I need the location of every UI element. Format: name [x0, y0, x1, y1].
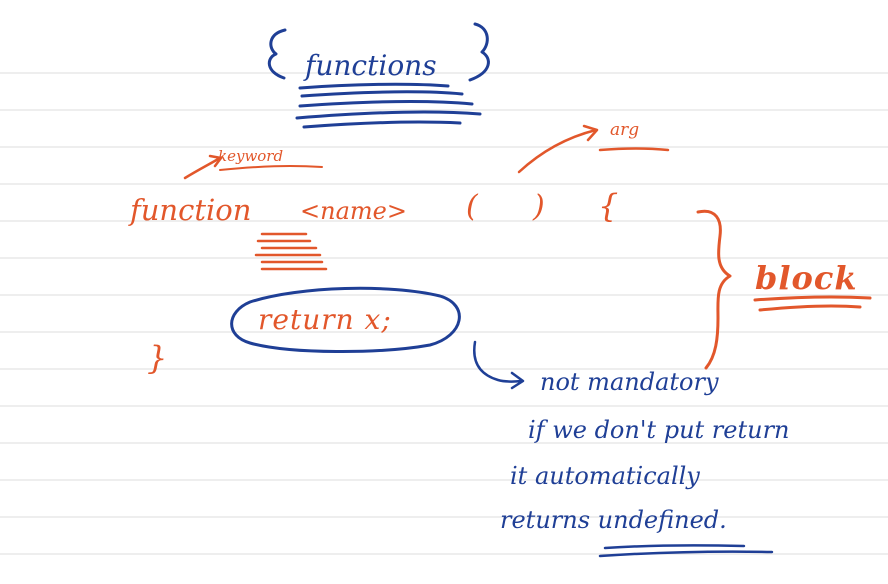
- open-paren: (: [466, 189, 478, 224]
- note-line-1: not mandatory: [540, 368, 719, 396]
- note-line-4: returns undefined.: [500, 506, 727, 534]
- close-brace: }: [147, 339, 168, 377]
- keyword-label: keyword: [218, 147, 284, 165]
- title-text: functions: [305, 49, 437, 82]
- function-name-placeholder: <name>: [300, 197, 407, 225]
- arg-label: arg: [610, 120, 640, 140]
- block-label: block: [755, 259, 858, 297]
- return-statement: return x;: [258, 303, 392, 336]
- close-paren: ): [533, 189, 545, 224]
- function-keyword: function: [130, 193, 252, 227]
- open-brace: {: [598, 187, 619, 225]
- note-line-3: it automatically: [510, 462, 700, 490]
- note-line-2: if we don't put return: [528, 416, 790, 444]
